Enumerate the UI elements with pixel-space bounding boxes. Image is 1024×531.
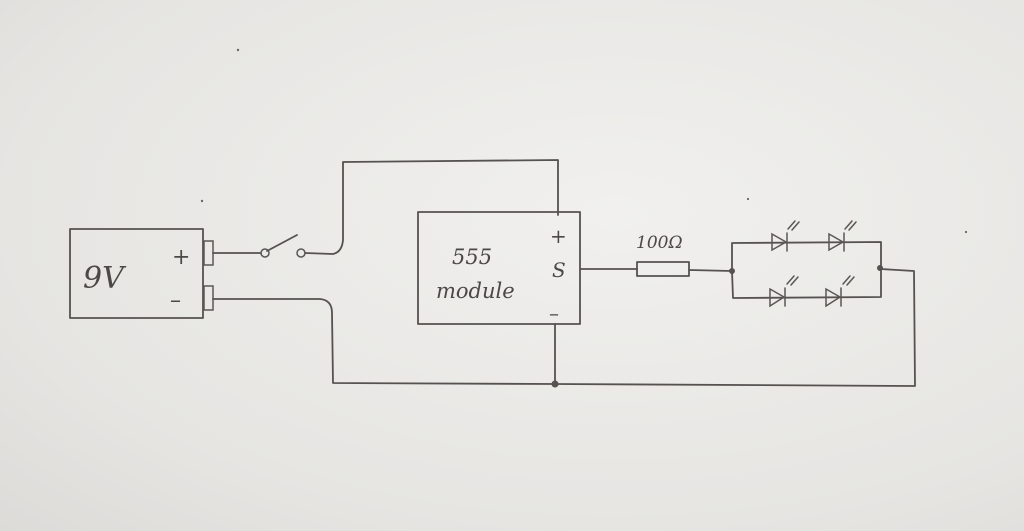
resistor-body xyxy=(636,261,690,277)
led-1 xyxy=(771,220,800,252)
switch xyxy=(212,159,559,258)
battery: 9V + – xyxy=(69,228,214,319)
paper-speck xyxy=(200,199,204,203)
battery-positive-terminal xyxy=(203,240,214,266)
led-2 xyxy=(828,220,857,252)
module-minus-pin: – xyxy=(549,301,559,325)
wire-resistor-to-leds xyxy=(688,269,733,272)
battery-body xyxy=(69,228,204,319)
module-label-module: module xyxy=(436,279,515,303)
junction-dot-ground xyxy=(551,380,559,388)
battery-label: 9V xyxy=(83,261,127,296)
led-3 xyxy=(769,275,799,308)
timer-module: 555 module + S – xyxy=(417,211,581,325)
junction-dot-right xyxy=(877,265,883,271)
paper-speck xyxy=(236,48,240,52)
wire-leds-return xyxy=(554,268,916,387)
resistor: 100Ω xyxy=(580,233,733,277)
switch-contact-right xyxy=(296,248,306,258)
resistor-label: 100Ω xyxy=(636,233,683,253)
module-signal-pin: S xyxy=(552,258,566,282)
paper-speck xyxy=(964,230,968,234)
led-parallel-wires xyxy=(731,241,882,299)
wire-battery-negative xyxy=(212,298,556,385)
switch-lever xyxy=(266,234,298,252)
module-label-555: 555 xyxy=(452,245,492,269)
module-body xyxy=(417,211,581,325)
led-4 xyxy=(825,275,855,308)
switch-contact-left xyxy=(260,248,270,258)
wire-switch-to-module-plus xyxy=(304,159,559,255)
battery-negative-terminal xyxy=(203,285,214,311)
led-array xyxy=(729,220,883,308)
battery-plus-sign: + xyxy=(172,245,190,270)
battery-minus-sign: – xyxy=(170,288,181,313)
module-plus-pin: + xyxy=(550,224,567,248)
paper-speck xyxy=(746,197,750,201)
